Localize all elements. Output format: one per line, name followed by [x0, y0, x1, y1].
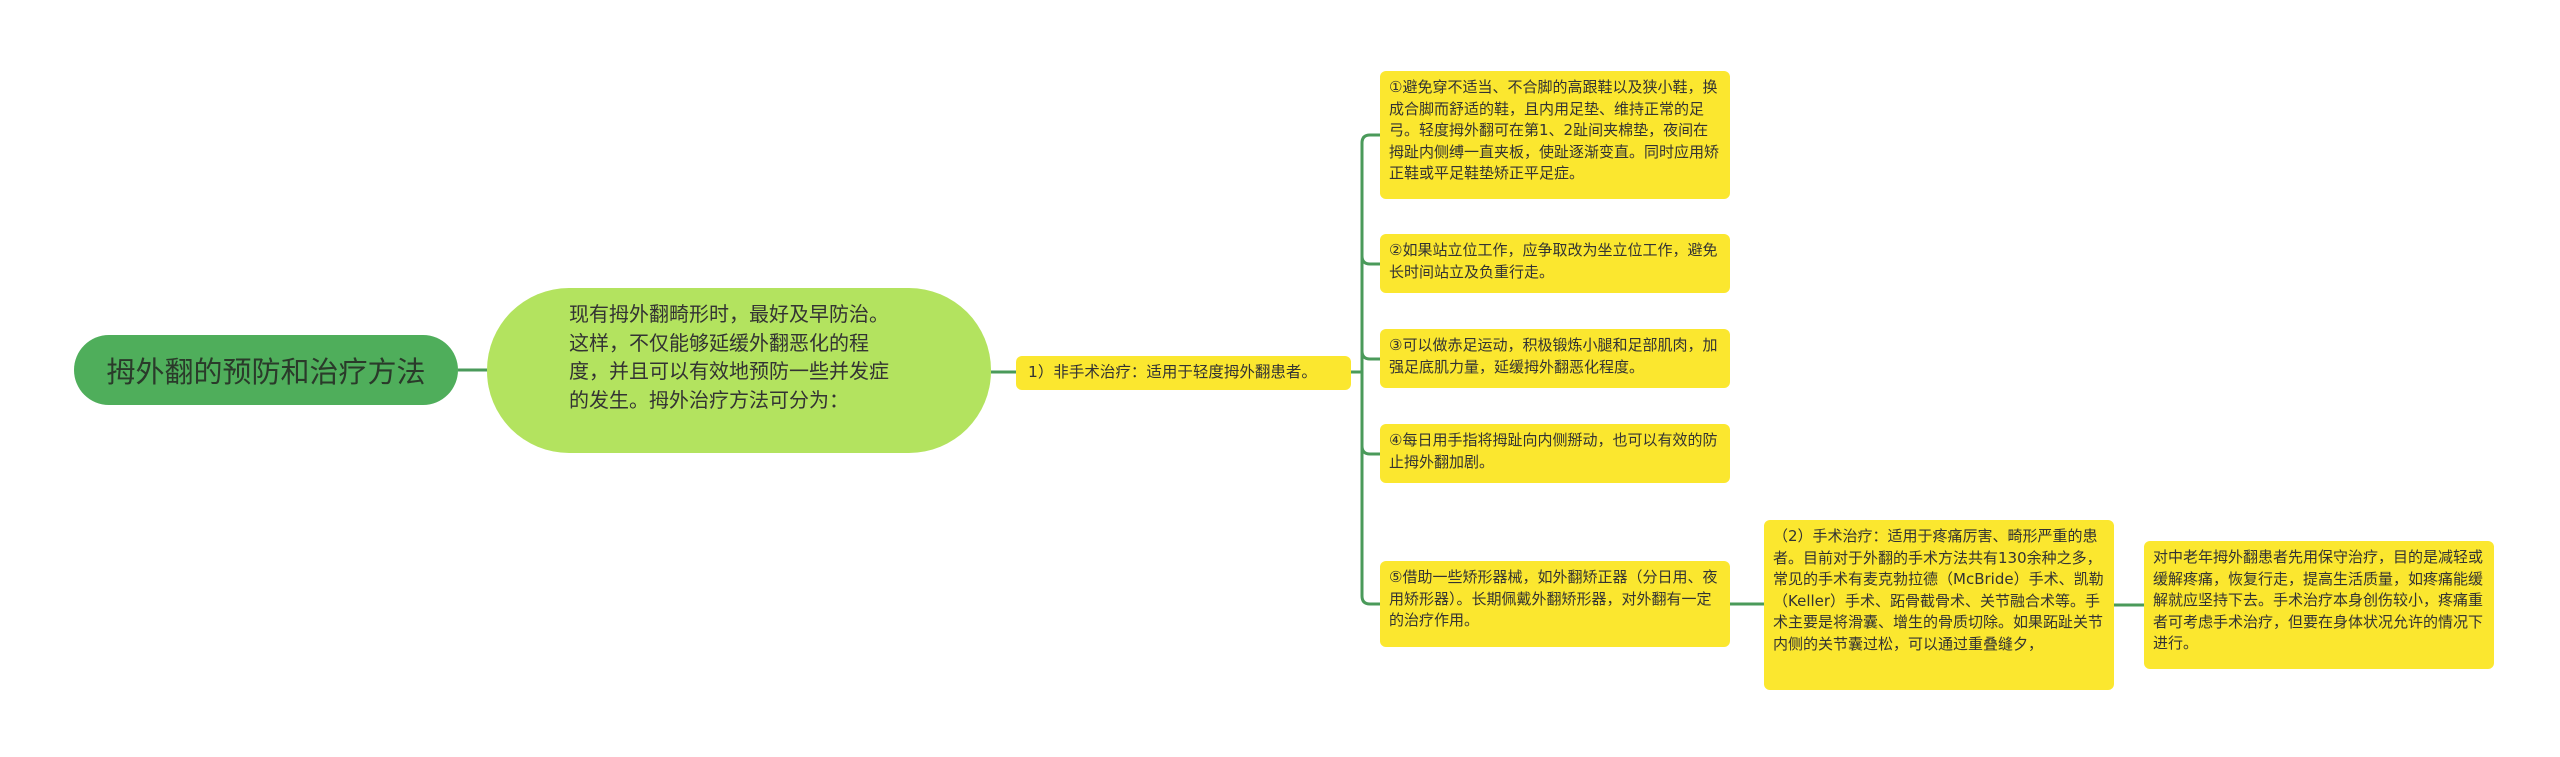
leaf-text: ②如果站立位工作，应争取改为坐立位工作，避免长时间站立及负重行走。 — [1389, 241, 1718, 281]
subtopic-node-intro[interactable]: 现有拇外翻畸形时，最好及早防治。这样，不仅能够延缓外翻恶化的程度，并且可以有效地… — [487, 288, 991, 453]
leaf-text: ⑤借助一些矫形器械，如外翻矫正器（分日用、夜用矫形器）。长期佩戴外翻矫形器，对外… — [1389, 568, 1718, 629]
leaf-node-5[interactable]: ⑤借助一些矫形器械，如外翻矫正器（分日用、夜用矫形器）。长期佩戴外翻矫形器，对外… — [1380, 561, 1730, 647]
subtopic-text: 现有拇外翻畸形时，最好及早防治。这样，不仅能够延缓外翻恶化的程度，并且可以有效地… — [569, 302, 889, 412]
surgical-advice-node[interactable]: 对中老年拇外翻患者先用保守治疗，目的是减轻或缓解疼痛，恢复行走，提高生活质量，如… — [2144, 541, 2494, 669]
root-label: 拇外翻的预防和治疗方法 — [106, 355, 426, 389]
leaf-node-4[interactable]: ④每日用手指将拇趾向内侧掰动，也可以有效的防止拇外翻加剧。 — [1380, 424, 1730, 483]
leaf-node-1[interactable]: ①避免穿不适当、不合脚的高跟鞋以及狭小鞋，换成合脚而舒适的鞋，且内用足垫、维持正… — [1380, 71, 1730, 199]
branch-node-nonsurgical[interactable]: 1）非手术治疗：适用于轻度拇外翻患者。 — [1016, 356, 1351, 390]
surgical-treatment-node[interactable]: （2）手术治疗：适用于疼痛厉害、畸形严重的患者。目前对于外翻的手术方法共有130… — [1764, 520, 2114, 690]
branch-label: 1）非手术治疗：适用于轻度拇外翻患者。 — [1028, 363, 1317, 382]
leaf-node-3[interactable]: ③可以做赤足运动，积极锻炼小腿和足部肌肉，加强足底肌力量，延缓拇外翻恶化程度。 — [1380, 329, 1730, 388]
leaf-text: ③可以做赤足运动，积极锻炼小腿和足部肌肉，加强足底肌力量，延缓拇外翻恶化程度。 — [1389, 336, 1718, 376]
advice-text: 对中老年拇外翻患者先用保守治疗，目的是减轻或缓解疼痛，恢复行走，提高生活质量，如… — [2153, 548, 2484, 652]
leaf-node-2[interactable]: ②如果站立位工作，应争取改为坐立位工作，避免长时间站立及负重行走。 — [1380, 234, 1730, 293]
root-node[interactable]: 拇外翻的预防和治疗方法 — [74, 335, 458, 405]
surgical-text: （2）手术治疗：适用于疼痛厉害、畸形严重的患者。目前对于外翻的手术方法共有130… — [1773, 527, 2104, 653]
leaf-text: ④每日用手指将拇趾向内侧掰动，也可以有效的防止拇外翻加剧。 — [1389, 431, 1718, 471]
leaf-text: ①避免穿不适当、不合脚的高跟鞋以及狭小鞋，换成合脚而舒适的鞋，且内用足垫、维持正… — [1389, 78, 1720, 182]
